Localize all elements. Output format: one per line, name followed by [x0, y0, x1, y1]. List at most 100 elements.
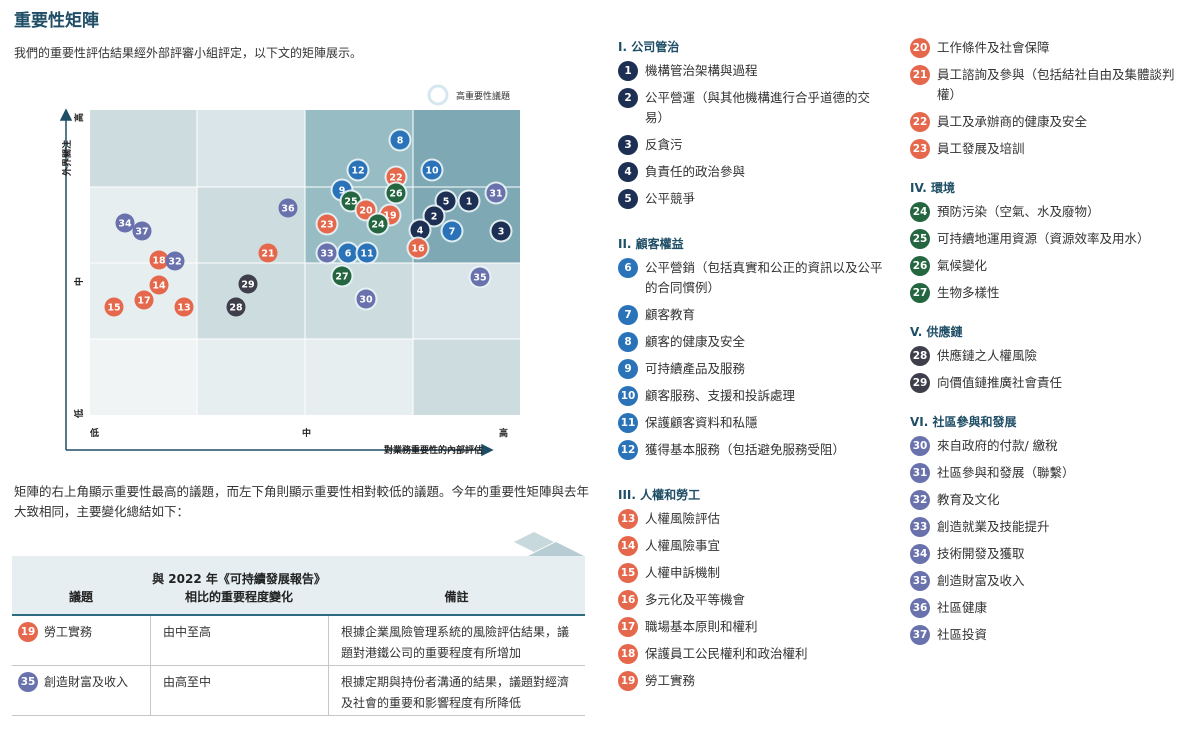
topic-label: 教育及文化	[937, 492, 1000, 507]
topic-label: 供應鏈之人權風險	[937, 348, 1038, 363]
topic-label: 人權申訴機制	[645, 565, 721, 580]
header-change: 與 2022 年《可持續發展報告》相比的重要程度變化	[152, 572, 326, 604]
topic-number-badge: 4	[618, 162, 638, 182]
section-title: VI. 社區參與和發展	[910, 415, 1017, 429]
topic-bubble: 37	[132, 221, 152, 241]
x-tick-low: 低	[89, 427, 99, 439]
topic-label: 社區參與和發展（聯繫）	[937, 465, 1075, 480]
topic-number-badge: 31	[910, 463, 930, 483]
topic-number-badge: 30	[910, 436, 930, 456]
bubble-number: 10	[425, 166, 439, 177]
bubble-number: 29	[241, 280, 254, 291]
topic-label: 員工諮詢及參與（包括結社自由及集體談判權）	[937, 67, 1175, 102]
topic-number-badge: 36	[910, 598, 930, 618]
topic-label: 生物多樣性	[937, 285, 1000, 300]
topic-number-badge: 29	[910, 373, 930, 393]
topic-number-badge: 21	[910, 65, 930, 85]
topic-number-badge: 37	[910, 625, 930, 645]
topic-bubble: 18	[149, 250, 169, 270]
bubble-number: 33	[320, 249, 333, 260]
topic-number-badge: 10	[618, 386, 638, 406]
legend-halo-icon	[427, 84, 449, 106]
topic-label: 保護員工公民權利和政治權利	[645, 646, 808, 661]
topic-badge: 35	[18, 672, 38, 692]
bubble-number: 28	[229, 303, 243, 314]
topic-bubble: 31	[484, 181, 508, 205]
topic-label: 機構管治架構與過程	[645, 63, 758, 78]
bubble-number: 9	[339, 186, 346, 197]
bubble-number: 17	[137, 296, 150, 307]
topic-label: 公平競爭	[645, 191, 696, 206]
topic-bubble: 26	[384, 181, 408, 205]
bubble-number: 8	[397, 136, 404, 147]
topic-bubble: 34	[115, 213, 135, 233]
topic-bubble: 6	[336, 241, 360, 265]
topic-bubble: 32	[165, 251, 185, 271]
table-row: 35 創造財富及收入 由高至中 根據定期與持份者溝通的結果，議題對經濟及社會的重…	[12, 666, 585, 716]
header-note: 備註	[444, 590, 469, 604]
topic-number-badge: 5	[618, 189, 638, 209]
topic-bubble: 11	[355, 241, 379, 265]
topic-label: 顧客的健康及安全	[645, 334, 746, 349]
cell-change: 由高至中	[150, 666, 328, 715]
table-header: 議題 與 2022 年《可持續發展報告》相比的重要程度變化 備註	[12, 556, 585, 616]
legend-item: 27 生物多樣性	[910, 283, 1190, 303]
bubble-number: 18	[152, 256, 166, 267]
bubble-number: 36	[281, 204, 295, 215]
legend-item: 17 職場基本原則和權利	[618, 617, 888, 637]
topic-bubble: 3	[489, 219, 513, 243]
topic-number-badge: 15	[618, 563, 638, 583]
y-tick-low: 低	[73, 409, 85, 419]
cell-topic: 19 勞工實務	[12, 616, 150, 665]
bubble-number: 16	[411, 244, 425, 255]
summary-paragraph: 矩陣的右上角顯示重要性最高的議題，而左下角則顯示重要性相對較低的議題。今年的重要…	[14, 484, 590, 519]
topic-label: 員工及承辦商的健康及安全	[937, 114, 1088, 129]
bubble-number: 7	[449, 227, 456, 238]
topic-label: 向價值鏈推廣社會責任	[937, 375, 1063, 390]
legend-item: 21 員工諮詢及參與（包括結社自由及集體談判權）	[910, 65, 1190, 105]
bubble-number: 30	[359, 295, 373, 306]
topic-label: 創造財富及收入	[937, 573, 1025, 588]
bubble-number: 1	[466, 197, 473, 208]
topic-label: 社區投資	[937, 627, 988, 642]
bubble-number: 20	[359, 206, 373, 217]
section-title: I. 公司管治	[618, 40, 680, 54]
topic-number-badge: 17	[618, 617, 638, 637]
topic-label: 職場基本原則和權利	[645, 619, 758, 634]
cell-change: 由中至高	[150, 616, 328, 665]
bubble-number: 13	[177, 303, 190, 314]
topic-bubble: 27	[330, 264, 354, 288]
topic-bubble: 33	[315, 241, 339, 265]
bubble-number: 21	[261, 249, 274, 260]
changes-table: 議題 與 2022 年《可持續發展報告》相比的重要程度變化 備註 19 勞工實務…	[12, 556, 585, 716]
topic-number-badge: 27	[910, 283, 930, 303]
topic-bubble: 13	[174, 297, 194, 317]
x-tick-high: 高	[499, 427, 508, 439]
topic-number-badge: 7	[618, 305, 638, 325]
topic-bubble: 15	[104, 297, 124, 317]
topic-number-badge: 24	[910, 202, 930, 222]
bubble-number: 14	[152, 281, 166, 292]
topic-label: 創造財富及收入	[44, 675, 129, 689]
bubble-number: 25	[344, 197, 357, 208]
bubble-number: 37	[135, 227, 148, 238]
bubble-number: 35	[473, 273, 486, 284]
bubble-number: 32	[168, 257, 181, 268]
topic-bubble: 30	[354, 287, 378, 311]
topic-badge: 19	[18, 622, 38, 642]
legend-item: 4 負責任的政治參與	[618, 162, 888, 182]
topic-label: 負責任的政治參與	[645, 164, 746, 179]
bubble-number: 11	[360, 249, 373, 260]
